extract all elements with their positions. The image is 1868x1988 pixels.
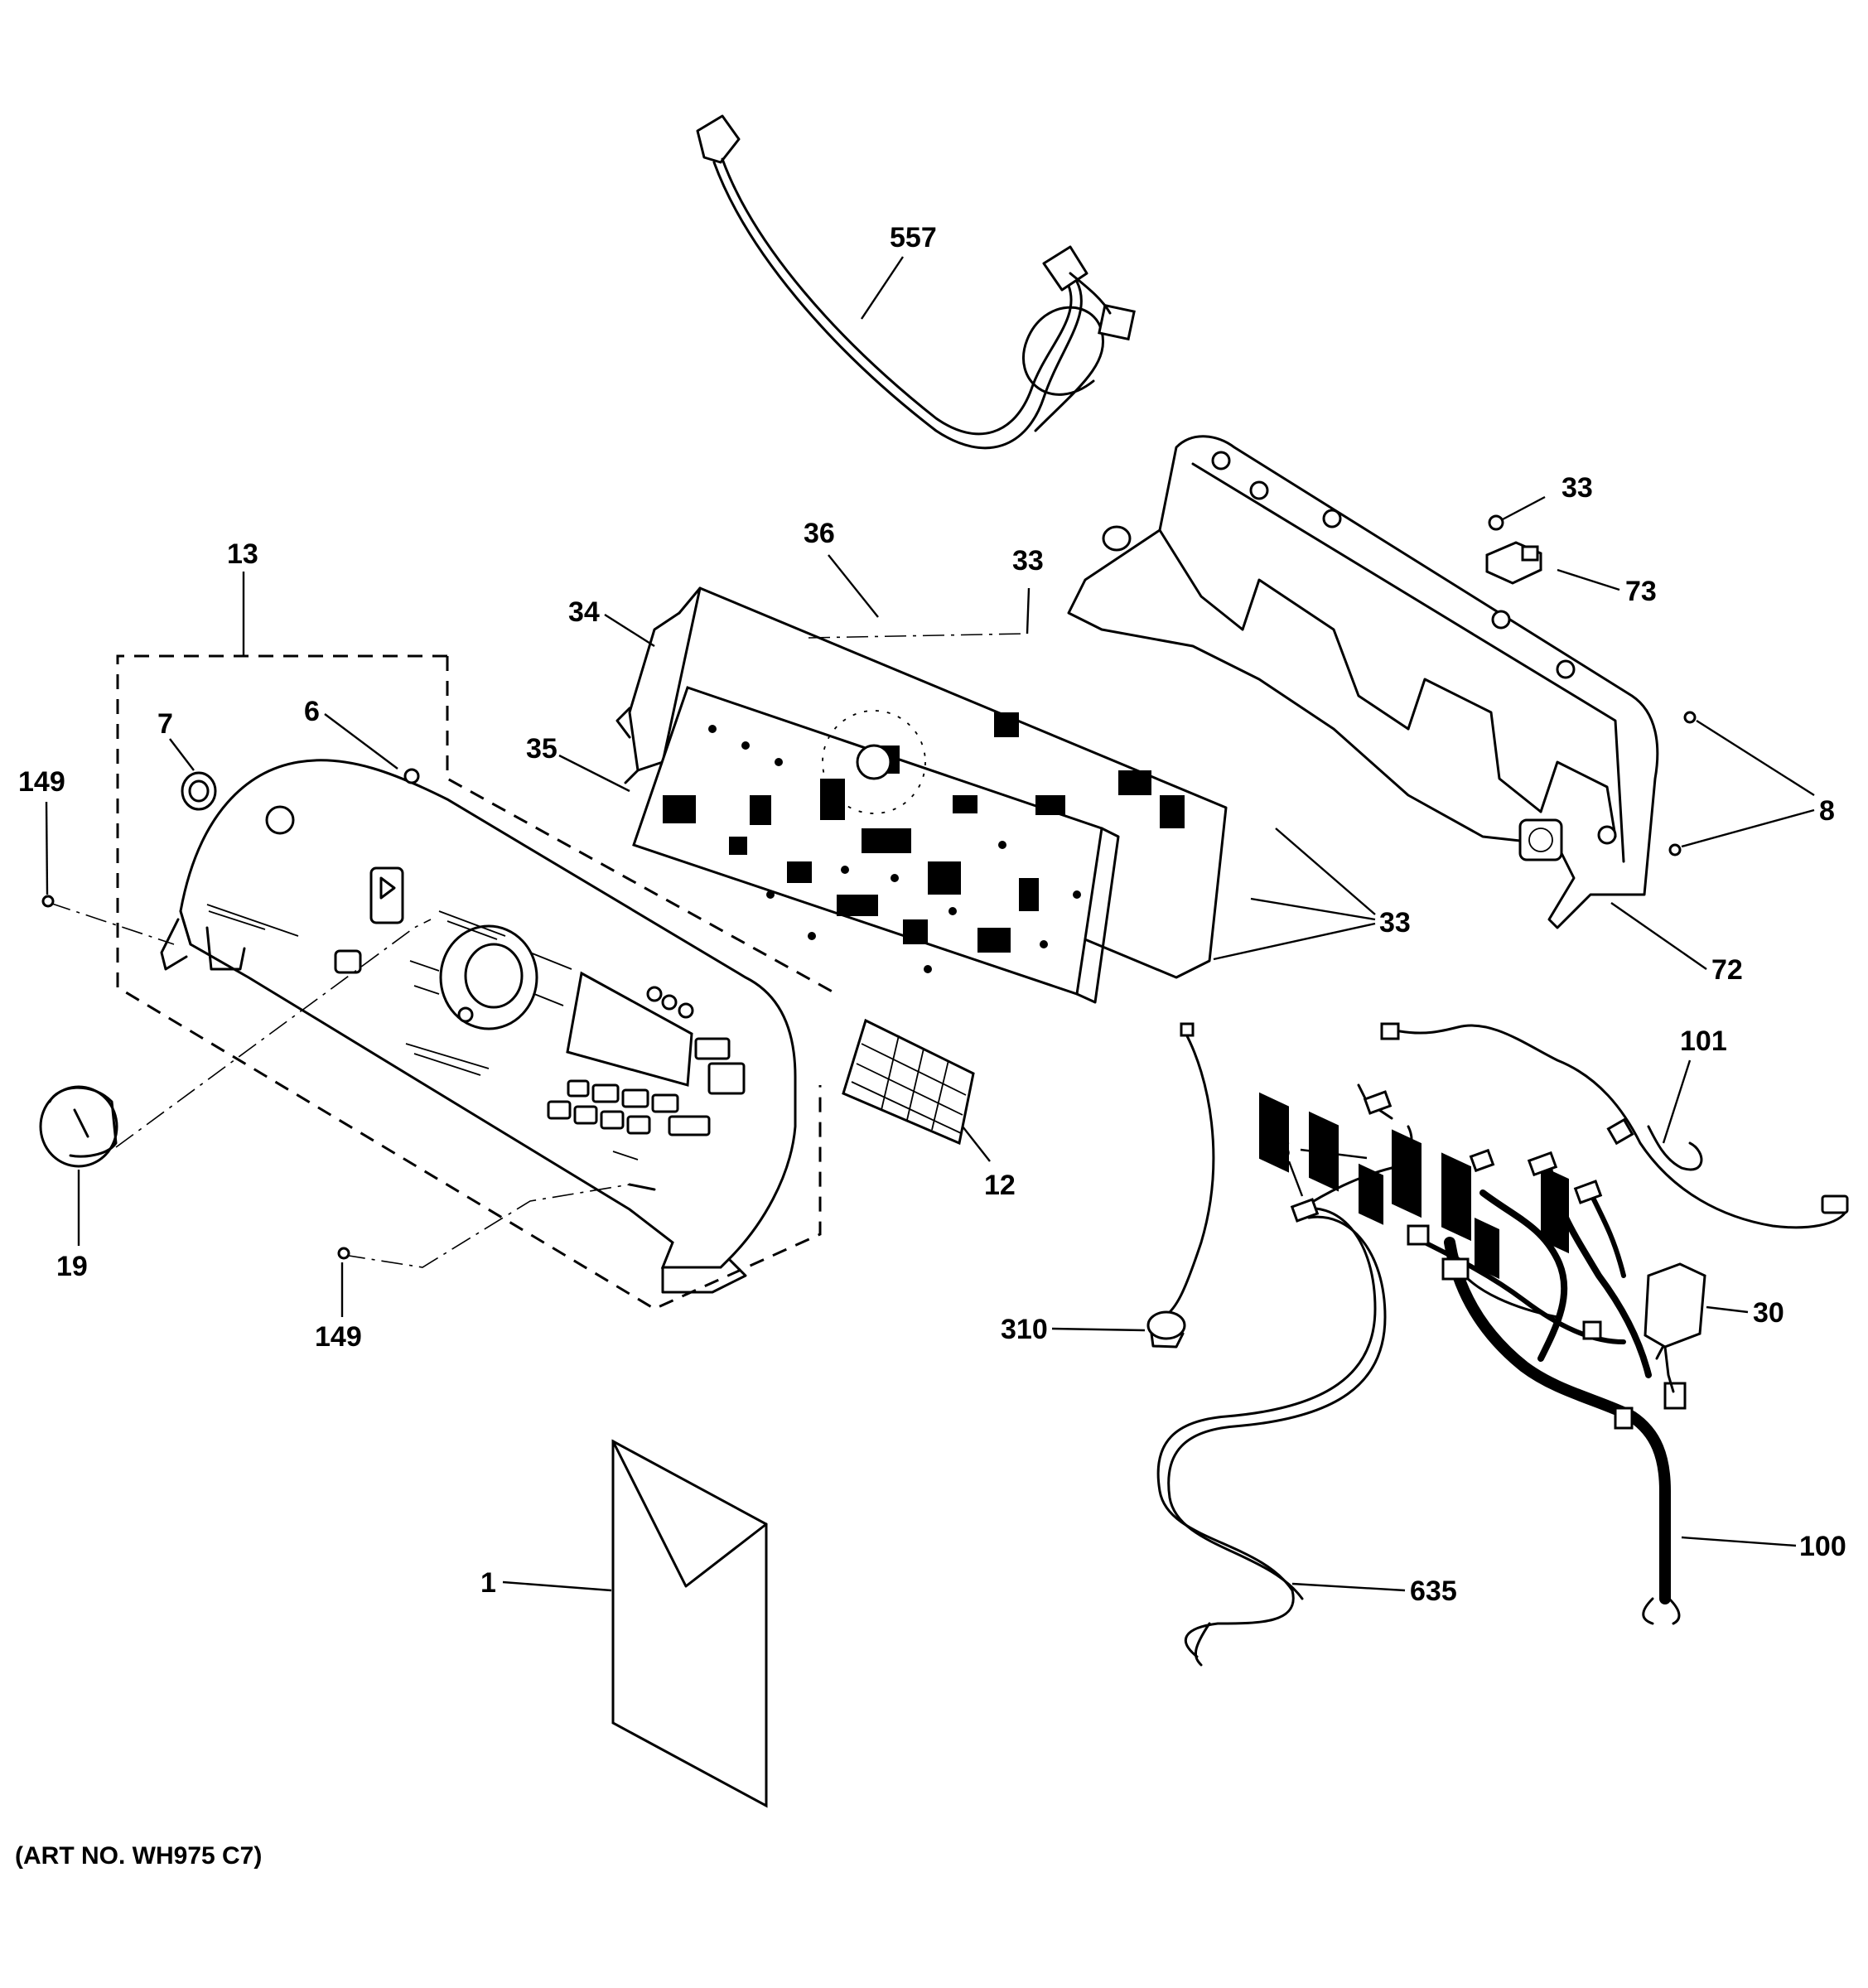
callout-labels: 557 33 73 36 33 34 13 7 6 35 149 8 33 72… <box>18 222 1846 1607</box>
callout-12: 12 <box>984 1170 1016 1201</box>
callout-149-bottom: 149 <box>315 1321 362 1353</box>
callout-33-right: 33 <box>1379 907 1411 939</box>
callout-28: 28 <box>1259 1133 1291 1165</box>
callout-635: 635 <box>1410 1575 1457 1607</box>
callout-6: 6 <box>304 696 320 727</box>
callout-8: 8 <box>1819 795 1835 827</box>
leader-lines <box>45 256 1815 1592</box>
callout-310: 310 <box>1001 1314 1048 1345</box>
power-cord-part <box>696 114 1136 450</box>
control-console-part <box>49 633 1026 1310</box>
filter-bracket-part <box>1485 514 1697 856</box>
keypad-membrane-part <box>842 1018 975 1146</box>
literature-envelope-part <box>611 1439 768 1808</box>
badge-part <box>181 771 217 811</box>
callout-13: 13 <box>227 538 258 570</box>
screw-part <box>41 895 55 908</box>
callout-557: 557 <box>890 222 937 253</box>
knob-part <box>39 1085 118 1168</box>
rear-control-panel-part <box>1067 435 1659 1280</box>
art-number: (ART NO. WH975 C7) <box>15 1842 262 1870</box>
callout-100: 100 <box>1799 1531 1846 1562</box>
callout-33-board: 33 <box>1012 545 1044 577</box>
callout-30: 30 <box>1753 1297 1784 1329</box>
callout-1: 1 <box>480 1567 496 1599</box>
callout-149-left: 149 <box>18 766 65 798</box>
callout-73: 73 <box>1625 576 1657 607</box>
callout-7: 7 <box>157 708 173 740</box>
main-wire-harness-part <box>1380 1022 1849 1625</box>
callout-36: 36 <box>804 518 835 549</box>
wire-harness-635-part <box>1156 1083 1413 1667</box>
callout-35: 35 <box>526 733 558 765</box>
callout-34: 34 <box>568 596 600 628</box>
screw-part <box>337 1247 350 1260</box>
callout-101: 101 <box>1680 1025 1727 1057</box>
callout-33-top: 33 <box>1561 472 1593 504</box>
grommet-part <box>403 768 420 784</box>
pressure-sensor-part <box>1146 1022 1215 1349</box>
callout-72: 72 <box>1711 954 1743 986</box>
callout-19: 19 <box>56 1251 88 1282</box>
control-board-part <box>615 586 1228 1004</box>
